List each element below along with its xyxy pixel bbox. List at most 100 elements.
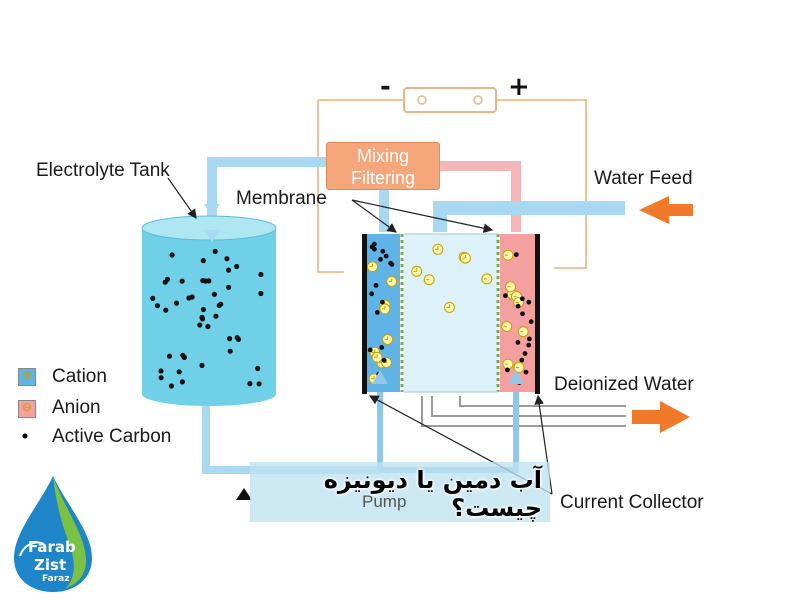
current-collector-label: Current Collector (560, 492, 704, 513)
carbon-particle (380, 248, 386, 254)
carbon-particle (527, 336, 532, 342)
cation-ion (411, 265, 423, 277)
anion-swatch: ⊖ (18, 400, 36, 418)
carbon-particle (515, 340, 521, 345)
carbon-particle (158, 375, 164, 381)
deionized-water-label: Deionized Water (554, 374, 694, 395)
carbon-particle (200, 306, 206, 313)
carbon-particle (226, 284, 232, 290)
cation-ion (382, 334, 394, 345)
carbon-particle (380, 299, 385, 305)
plus-sign: + (508, 72, 530, 102)
carbon-particle (255, 365, 261, 372)
pump-label: Pump (362, 492, 407, 511)
current-collector-left (362, 234, 367, 394)
carbon-particle (197, 322, 203, 328)
carbon-particle (212, 248, 218, 254)
carbon-particle (164, 276, 171, 282)
carbon-particle (218, 301, 224, 307)
cdi-cell (362, 233, 540, 394)
carbon-particle (369, 291, 375, 297)
carbon-particle (173, 300, 180, 306)
carbon-particle (213, 313, 219, 319)
carbon-particle (247, 381, 253, 387)
carbon-particle (515, 303, 521, 309)
deionized-water-arrow (632, 401, 690, 433)
mixing-label: Mixing (356, 146, 409, 166)
legend-active-carbon-label: Active Carbon (52, 426, 172, 447)
carbon-particle (373, 283, 379, 288)
logo-line-2: Zist (34, 556, 67, 574)
current-collector-right (535, 234, 540, 394)
carbon-particle (505, 367, 510, 373)
carbon-particle (180, 352, 186, 358)
carbon-particle (519, 296, 525, 302)
anion-ion (505, 281, 516, 293)
anion-ion (423, 274, 435, 286)
flow-arrows (204, 230, 524, 384)
anion-ion (517, 326, 529, 338)
carbon-particle (199, 314, 205, 320)
electrolyte-tank-label: Electrolyte Tank (36, 160, 170, 181)
power-circuit (317, 87, 587, 273)
carbon-particle (179, 379, 185, 385)
carbon-particles (150, 248, 264, 389)
carbon-particle (234, 335, 240, 341)
carbon-particle (367, 347, 373, 353)
carbon-particle (169, 252, 175, 258)
carbon-particle (150, 295, 156, 301)
carbon-particle (176, 369, 182, 375)
cation-ion (444, 301, 455, 313)
anion-ion (481, 273, 493, 285)
water-feed-arrow (639, 196, 693, 224)
mixing-filtering-box: Mixing Filtering (326, 142, 440, 190)
carbon-particle (526, 299, 532, 305)
carbon-particle (381, 357, 387, 363)
carbon-particle (258, 271, 264, 278)
carbon-particle (522, 351, 528, 356)
power-source (403, 87, 497, 113)
carbon-particle (388, 260, 393, 266)
cation-ion (459, 252, 471, 264)
carbon-particle (520, 311, 525, 317)
carbon-particle (528, 319, 534, 325)
carbon-particle (503, 293, 508, 299)
carbon-particle (374, 310, 380, 315)
legend-anion-label: Anion (52, 397, 101, 418)
carbon-particle (226, 267, 232, 273)
logo-line-1: Farab (28, 538, 76, 556)
carbon-particle (258, 290, 264, 297)
anion-ion (501, 321, 513, 332)
carbon-particle (379, 345, 385, 350)
cation-ion (432, 243, 444, 255)
carbon-particle (224, 256, 230, 262)
electrolyte-tank (141, 204, 277, 406)
cation-swatch: ⊕ (18, 368, 36, 386)
carbon-particle (203, 278, 209, 284)
carbon-particle (227, 348, 233, 354)
carbon-particle (526, 342, 532, 348)
logo-line-3: Faraz (42, 574, 70, 584)
carbon-particle (523, 369, 529, 375)
filtering-label: Filtering (350, 168, 416, 188)
carbon-particle (378, 256, 383, 262)
carbon-particle (163, 307, 169, 313)
carbon-particle (371, 241, 377, 247)
carbon-particle (234, 263, 240, 270)
carbon-particle (200, 258, 206, 264)
water-feed-label: Water Feed (594, 168, 693, 189)
legend-cation-label: Cation (52, 366, 107, 387)
carbon-particle (513, 252, 519, 257)
caption-banner: آب دمین یا دیونیزه چیست؟ (250, 462, 550, 522)
cation-ion (379, 303, 391, 315)
carbon-particle (519, 357, 525, 363)
caption-title: آب دمین یا دیونیزه چیست؟ (323, 466, 542, 522)
carbon-particle (158, 368, 164, 374)
carbon-particle (154, 303, 160, 309)
anion-ion (513, 361, 525, 373)
anion-ion (502, 249, 514, 261)
carbon-particle (256, 381, 262, 387)
cation-ion (371, 351, 383, 363)
carbon-particle (205, 323, 211, 330)
carbon-particle (186, 295, 192, 301)
